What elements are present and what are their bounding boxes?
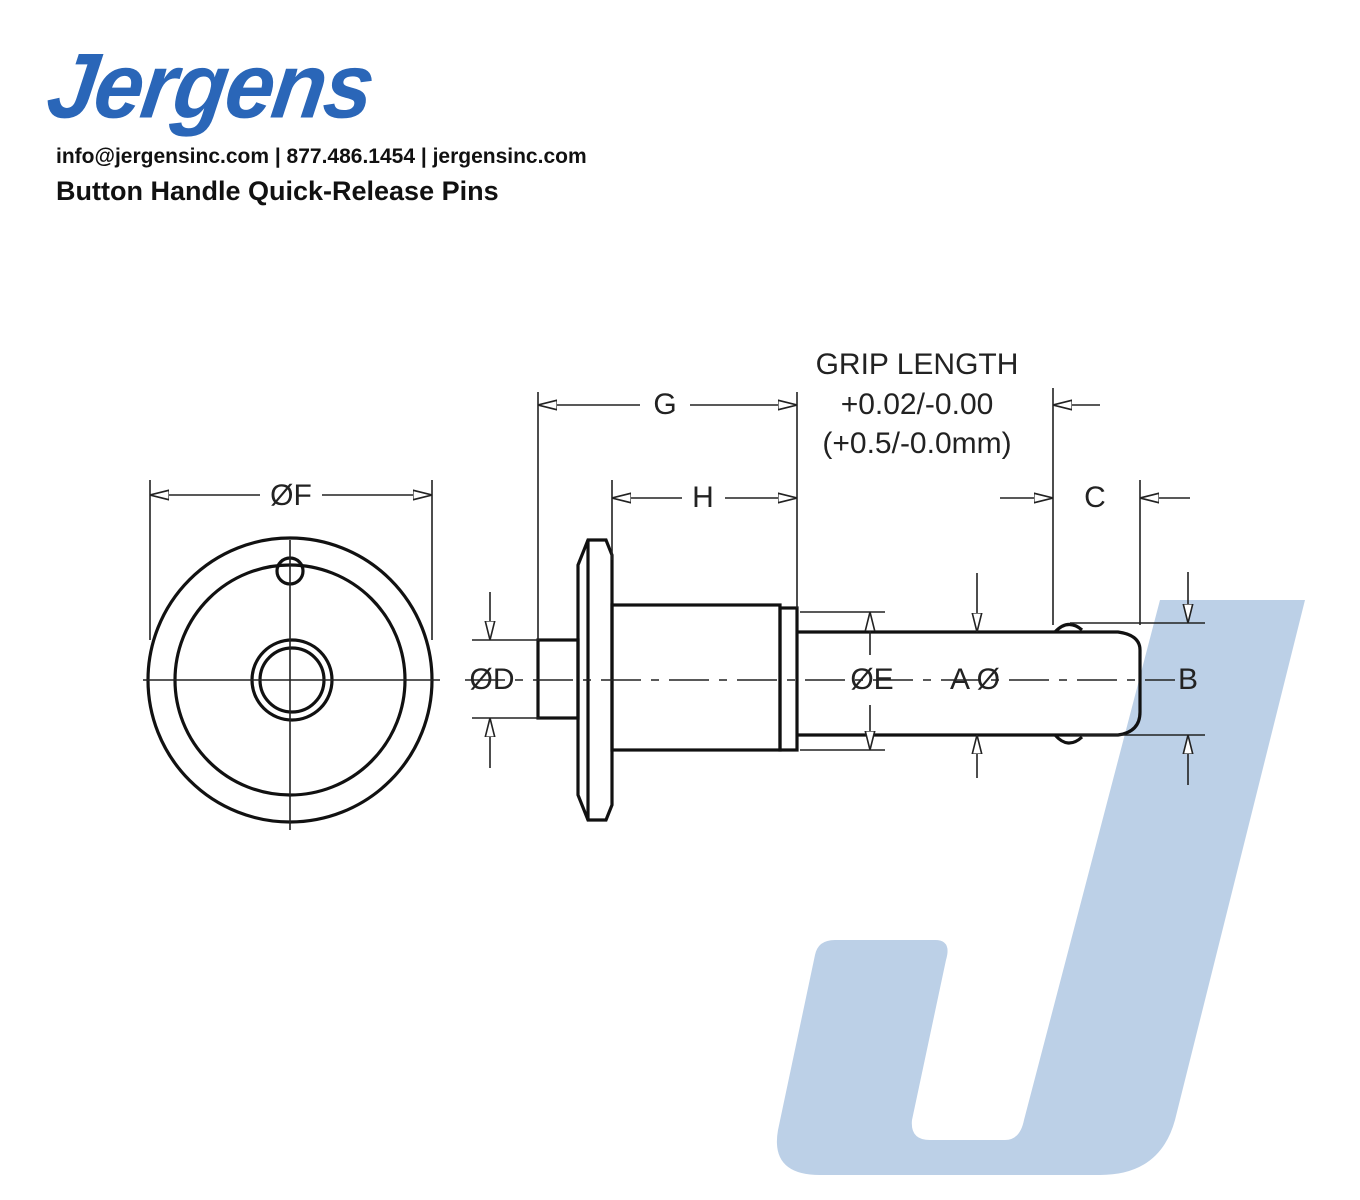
dim-e-label: ØE <box>850 663 893 696</box>
dim-h-label: H <box>692 481 714 514</box>
dimensions: G H GRIP LENGTH +0.02/-0.00 (+0.5/-0.0mm… <box>470 348 1205 785</box>
contact-info: info@jergensinc.com | 877.486.1454 | jer… <box>56 145 587 168</box>
dim-a-label: A Ø <box>950 663 1000 696</box>
dim-f-label: ØF <box>270 479 312 512</box>
end-view: ØF <box>143 479 440 830</box>
side-view <box>465 538 1175 822</box>
dim-g-label: G <box>653 388 676 421</box>
grip-tolerance-mm: (+0.5/-0.0mm) <box>822 427 1011 460</box>
dim-c-label: C <box>1084 481 1106 514</box>
page-title: Button Handle Quick-Release Pins <box>56 176 499 206</box>
grip-tolerance-in: +0.02/-0.00 <box>841 388 994 421</box>
dim-d-label: ØD <box>470 663 515 696</box>
grip-length-label: GRIP LENGTH <box>816 348 1019 381</box>
dim-b-label: B <box>1178 663 1198 696</box>
